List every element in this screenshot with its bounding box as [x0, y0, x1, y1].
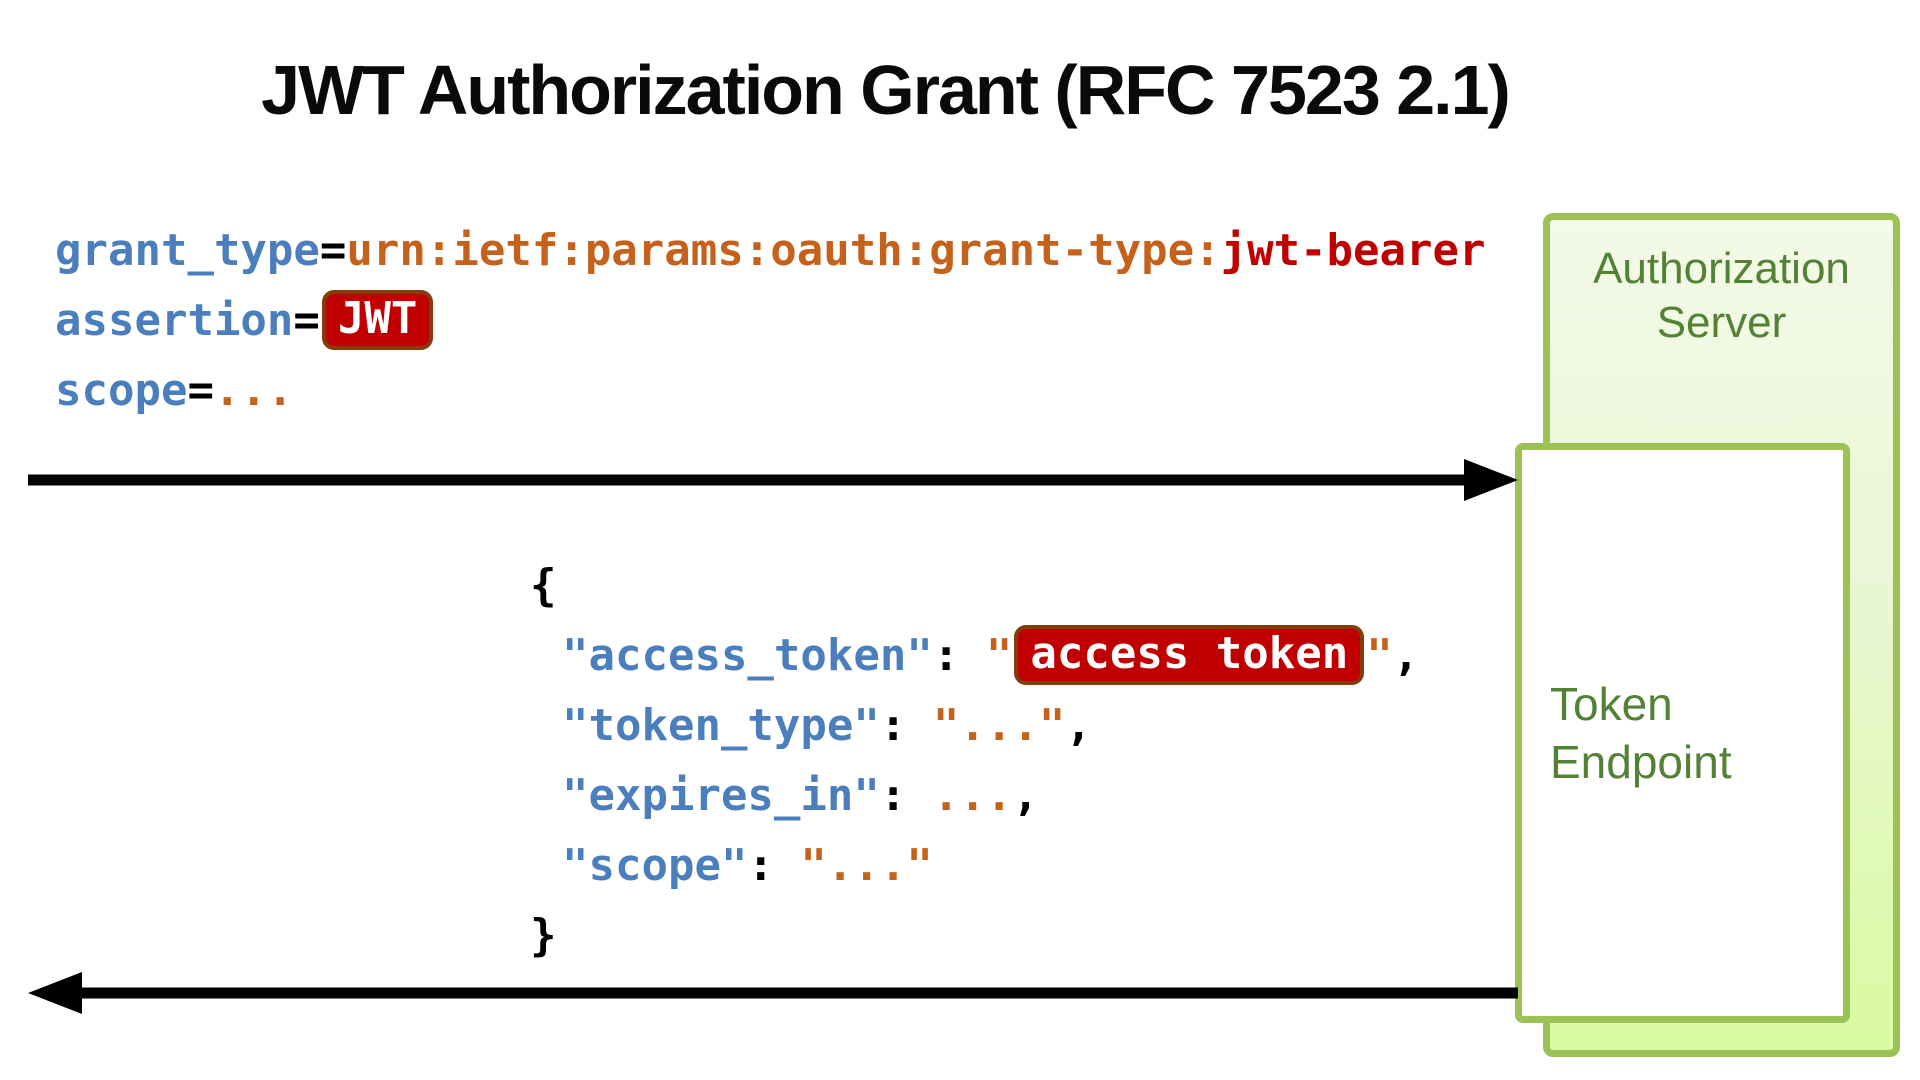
request-line-assertion: assertion=JWT — [55, 285, 1486, 355]
scope-value: ... — [213, 364, 294, 416]
response-line-expires-in: "expires_in": ..., — [530, 760, 1419, 830]
request-line-scope: scope=... — [55, 355, 1486, 425]
grant-type-key: grant_type — [55, 224, 320, 276]
scope-equals: = — [187, 364, 214, 416]
token-endpoint-label-line1: Token — [1550, 678, 1673, 730]
response-line-scope: "scope": "..." — [530, 830, 1419, 900]
response-line-token-type: "token_type": "...", — [530, 690, 1419, 760]
token-type-value: "..." — [932, 699, 1066, 751]
scope-key: scope — [55, 364, 188, 416]
response-json: { "access_token": "access token", "token… — [530, 550, 1419, 970]
token-endpoint-box: Token Endpoint — [1515, 443, 1850, 1023]
jwt-badge: JWT — [321, 290, 434, 350]
request-parameters: grant_type=urn:ietf:params:oauth:grant-t… — [55, 215, 1486, 425]
assertion-equals: = — [293, 294, 320, 346]
access-token-open-quote: " — [985, 629, 1013, 681]
grant-type-urn-value: urn:ietf:params:oauth:grant-type: — [346, 224, 1221, 276]
expires-in-comma: , — [1012, 769, 1039, 821]
response-line-access-token: "access_token": "access token", — [530, 620, 1419, 690]
expires-in-colon: : — [879, 769, 933, 821]
access-token-close-quote: " — [1366, 629, 1393, 681]
token-type-comma: , — [1065, 699, 1092, 751]
grant-type-jwt-bearer-value: jwt-bearer — [1220, 224, 1486, 276]
access-token-key: "access_token" — [562, 629, 933, 681]
authorization-server-label: Authorization Server — [1550, 242, 1893, 350]
token-type-key: "token_type" — [562, 699, 880, 751]
token-endpoint-label: Token Endpoint — [1522, 675, 1732, 791]
access-token-colon: : — [932, 629, 986, 681]
response-close-brace: } — [530, 909, 557, 961]
authorization-server-label-line2: Server — [1656, 298, 1787, 347]
access-token-badge: access token — [1014, 625, 1365, 685]
authorization-server-label-line1: Authorization — [1593, 244, 1850, 293]
diagram-title: JWT Authorization Grant (RFC 7523 2.1) — [261, 51, 1511, 129]
request-line-grant-type: grant_type=urn:ietf:params:oauth:grant-t… — [55, 215, 1486, 285]
expires-in-value: ... — [932, 769, 1013, 821]
access-token-comma: , — [1392, 629, 1420, 681]
response-arrow — [28, 972, 1518, 1014]
assertion-key: assertion — [55, 294, 294, 346]
response-scope-colon: : — [747, 839, 801, 891]
response-scope-key: "scope" — [562, 839, 748, 891]
token-endpoint-label-line2: Endpoint — [1550, 736, 1732, 788]
token-type-colon: : — [879, 699, 933, 751]
response-open-brace: { — [530, 559, 557, 611]
expires-in-key: "expires_in" — [562, 769, 880, 821]
response-scope-value: "..." — [800, 839, 933, 891]
request-arrow — [28, 459, 1518, 501]
grant-type-equals: = — [319, 224, 347, 276]
